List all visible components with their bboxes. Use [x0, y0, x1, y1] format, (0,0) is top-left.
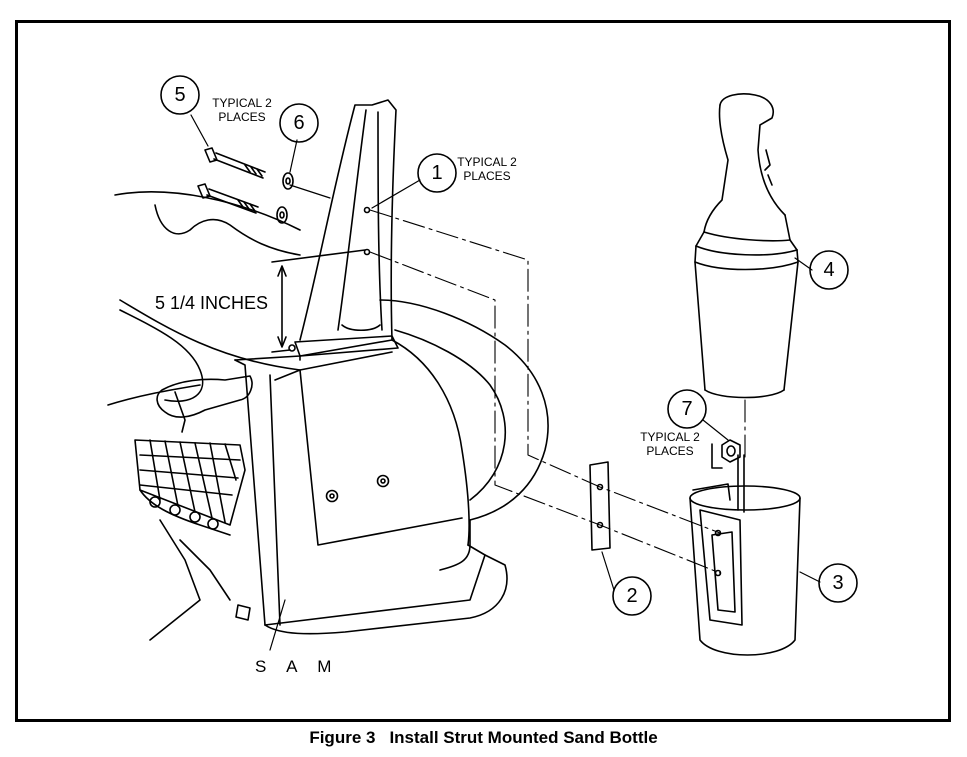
- callout-6: 6: [293, 112, 304, 134]
- callout-4: 4: [823, 259, 834, 281]
- note-1-line1: TYPICAL 2: [457, 155, 517, 169]
- sand-bottle: [694, 93, 799, 399]
- callout-3: 3: [832, 572, 843, 594]
- callout-5: 5: [174, 84, 185, 106]
- leader-lines: [190, 114, 821, 651]
- figure-number: Figure 3: [309, 728, 376, 747]
- note-1-line2: PLACES: [463, 169, 510, 183]
- nut: [711, 439, 741, 469]
- figure-caption: Figure 3 Install Strut Mounted Sand Bottl…: [0, 728, 967, 748]
- part-label-sam: S A M: [255, 657, 339, 676]
- washers: [276, 172, 294, 224]
- figure-frame: [15, 20, 951, 722]
- strut: [288, 99, 399, 361]
- figure-title: Install Strut Mounted Sand Bottle: [389, 728, 658, 747]
- callout-1: 1: [431, 162, 442, 184]
- alignment-lines: [369, 209, 746, 574]
- dimension-label: 5 1/4 INCHES: [155, 293, 268, 313]
- sam-housing: [234, 339, 508, 635]
- callout-circles: [160, 75, 858, 616]
- note-7-line1: TYPICAL 2: [640, 430, 700, 444]
- bolts: [197, 147, 266, 214]
- callout-7: 7: [681, 398, 692, 420]
- callout-2: 2: [626, 585, 637, 607]
- note-5-line2: PLACES: [218, 110, 265, 124]
- note-5-line1: TYPICAL 2: [212, 96, 272, 110]
- cart-body-outline: [107, 191, 549, 571]
- bracket-plate: [589, 461, 611, 551]
- handle-and-basket: [134, 375, 253, 641]
- dimension-line: [271, 249, 366, 353]
- note-7-line2: PLACES: [646, 444, 693, 458]
- holder-cup: [689, 454, 801, 656]
